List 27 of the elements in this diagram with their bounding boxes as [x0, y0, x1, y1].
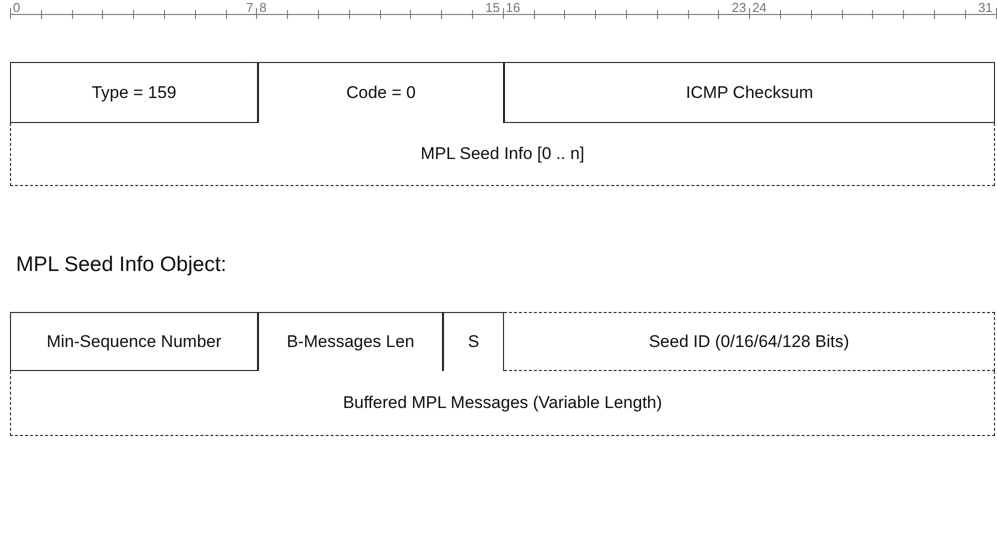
- field-name: ICMP Checksum: [686, 82, 814, 102]
- bit-number: 23: [732, 0, 746, 15]
- bit-number: 0: [13, 0, 20, 15]
- bit-number: 8: [259, 0, 267, 15]
- bit-number: 24: [752, 0, 767, 15]
- field-box: [258, 312, 443, 371]
- field-name: Seed ID (0/16/64/128 Bits): [648, 332, 850, 352]
- field-box: [258, 62, 504, 123]
- section-heading: MPL Seed Info Object:: [16, 253, 227, 277]
- bit-number: 7: [246, 0, 254, 15]
- bit-number: 15: [485, 0, 500, 15]
- field-box: [10, 62, 258, 123]
- bit-number: 31: [978, 0, 993, 15]
- field-name: Code = 0: [346, 83, 416, 103]
- bit-number: 16: [506, 0, 520, 15]
- field-box: [443, 312, 504, 371]
- field-name: MPL Seed Info [0 .. n]: [420, 144, 584, 164]
- field-name: B-Messages Len: [286, 332, 414, 352]
- dashed-field-box: [10, 123, 995, 186]
- field-box: [10, 312, 258, 371]
- field-name: S: [468, 332, 480, 352]
- dashed-field-box: [504, 312, 995, 371]
- field-box: [504, 62, 995, 123]
- dashed-field-box: [10, 371, 995, 436]
- field-name: Buffered MPL Messages (Variable Length): [342, 393, 662, 413]
- field-name: Type = 159: [92, 82, 176, 102]
- field-name: Min-Sequence Number: [46, 332, 222, 352]
